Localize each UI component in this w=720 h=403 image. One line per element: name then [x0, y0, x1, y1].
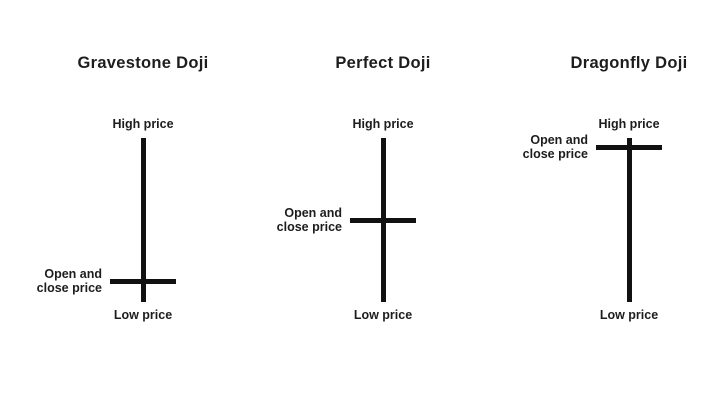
- open-close-line: [350, 217, 416, 223]
- open-close-line: [596, 144, 662, 150]
- open-close-line: [110, 278, 176, 284]
- high-price-label: High price: [598, 117, 660, 131]
- open-close-label-line1: Open and: [284, 206, 342, 220]
- candle-wick-line: [626, 138, 632, 302]
- open-close-label-line2: close price: [276, 220, 342, 234]
- panel-perfect-doji: Perfect Doji High price Open and close p…: [240, 0, 480, 403]
- panel-dragonfly-doji: Dragonfly Doji High price Open and close…: [480, 0, 720, 403]
- low-price-label: Low price: [113, 308, 173, 322]
- high-price-label: High price: [112, 117, 174, 131]
- high-price-label: High price: [352, 117, 414, 131]
- open-close-label-line1: Open and: [530, 133, 588, 147]
- open-close-label-line1: Open and: [44, 267, 102, 281]
- panel-title: Gravestone Doji: [77, 54, 209, 72]
- panel-title: Dragonfly Doji: [570, 54, 688, 72]
- open-close-price-label: Open and close price: [242, 206, 342, 234]
- open-close-price-label: Open and close price: [2, 267, 102, 295]
- open-close-label-line2: close price: [36, 281, 102, 295]
- panel-title: Perfect Doji: [335, 54, 431, 72]
- open-close-label-line2: close price: [522, 147, 588, 161]
- panel-gravestone-doji: Gravestone Doji High price Open and clos…: [0, 0, 240, 403]
- low-price-label: Low price: [599, 308, 659, 322]
- low-price-label: Low price: [353, 308, 413, 322]
- candle-wick-line: [140, 138, 146, 302]
- open-close-price-label: Open and close price: [488, 133, 588, 161]
